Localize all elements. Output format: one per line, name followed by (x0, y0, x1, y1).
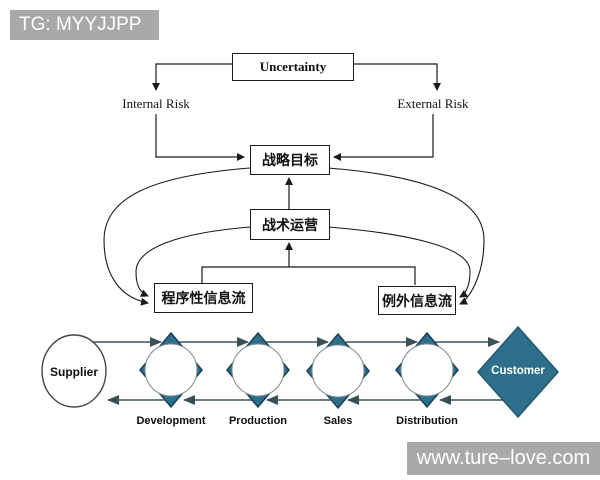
supplier-ellipse (41, 334, 107, 408)
tactical-operation-box: 战术运营 (250, 209, 330, 240)
distribution-circle (400, 343, 454, 397)
tactical-to-exception-curve (327, 226, 471, 298)
development-circle (144, 343, 198, 397)
strategic-to-exception-curve (327, 167, 485, 305)
watermark-top-text: TG: MYYJJPP (19, 14, 142, 35)
sales-circle (311, 344, 365, 398)
watermark-top-left: TG: MYYJJPP (10, 10, 159, 40)
distribution-label: Distribution (396, 415, 458, 427)
procedural-info-flow-box: 程序性信息流 (154, 283, 253, 313)
strategic-goal-label: 战略目标 (262, 154, 318, 169)
strategic-goal-box: 战略目标 (250, 145, 330, 175)
watermark-bottom-text: www.ture–love.com (416, 447, 591, 469)
internal-risk-to-strategic-connector (155, 114, 245, 161)
uncertainty-box: Uncertainty (232, 53, 354, 81)
external-risk-label: External Risk (397, 96, 469, 111)
external-risk-to-strategic-connector (333, 114, 434, 161)
production-circle (231, 343, 285, 397)
procedural-info-flow-label: 程序性信息流 (161, 292, 246, 307)
customer-label: Customer (491, 365, 545, 377)
internal-risk-label: Internal Risk (122, 96, 190, 111)
customer-diamond (476, 325, 560, 419)
uncertainty-to-external-connector (352, 63, 441, 91)
uncertainty-to-internal-connector (152, 63, 232, 91)
strategic-to-procedural-curve (103, 167, 251, 306)
exception-info-flow-label: 例外信息流 (382, 294, 452, 310)
info-flow-bus (201, 266, 416, 285)
supplier-label: Supplier (49, 365, 98, 379)
tactical-to-procedural-curve (135, 226, 251, 297)
exception-info-flow-box: 例外信息流 (378, 286, 456, 315)
production-label: Production (228, 415, 288, 427)
development-label: Development (136, 415, 206, 427)
tactical-operation-label: 战术运营 (262, 218, 318, 234)
watermark-bottom-right: www.ture–love.com (407, 442, 600, 475)
uncertainty-label: Uncertainty (259, 59, 327, 74)
sales-label: Sales (323, 415, 353, 427)
